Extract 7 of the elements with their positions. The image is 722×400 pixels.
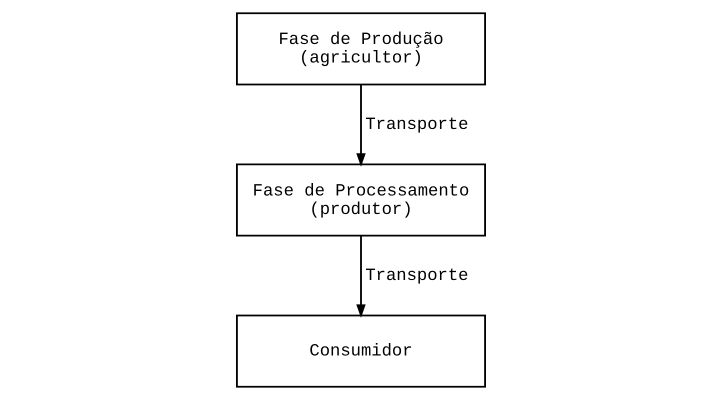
node-box: Consumidor: [236, 314, 486, 388]
edge-label: Transporte: [365, 116, 468, 135]
node-box: Fase de Produção (agricultor): [236, 12, 486, 86]
arrow: [356, 84, 366, 167]
arrow: [356, 236, 366, 318]
node-box: Fase de Processamento (produtor): [236, 163, 486, 237]
edge-label: Transporte: [365, 267, 468, 286]
